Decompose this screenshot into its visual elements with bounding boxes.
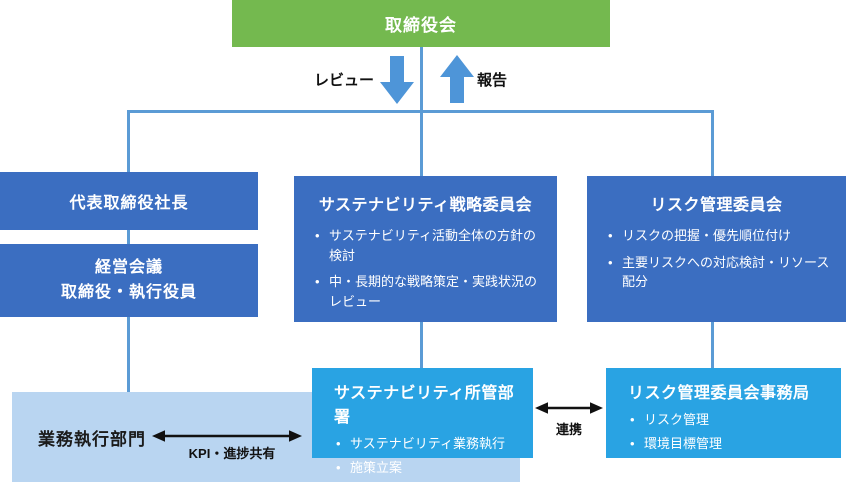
risk-secretariat-bullets: リスク管理 環境目標管理	[628, 410, 833, 453]
sustainability-department-box: サステナビリティ所管部署 サステナビリティ業務執行 施策立案	[312, 368, 533, 477]
risk-committee-box: リスク管理委員会 リスクの把握・優先順位付け 主要リスクへの対応検討・リソース配…	[587, 176, 846, 322]
review-down-arrow-icon	[380, 56, 414, 104]
sustainability-department-bullets: サステナビリティ業務執行 施策立案	[334, 434, 525, 477]
kpi-progress-label: KPI・進捗共有	[188, 446, 276, 461]
connector-board-drop	[420, 47, 423, 111]
management-meeting-line2: 取締役・執行役員	[60, 283, 197, 301]
sustainability-department-title: サステナビリティ所管部署	[334, 385, 515, 426]
risk-committee-title: リスク管理委員会	[650, 197, 783, 214]
cooperation-double-arrow-icon	[535, 402, 603, 414]
report-up-arrow-icon	[440, 55, 474, 103]
review-label: レビュー	[313, 72, 374, 89]
management-meeting-line1: 経営会議	[94, 258, 163, 276]
bullet-item: リスク管理	[630, 410, 829, 430]
board-of-directors-box: 取締役会	[232, 0, 610, 47]
bullet-item: 施策立案	[336, 458, 521, 478]
bullet-item: 中・長期的な戦略策定・実践状況のレビュー	[315, 272, 545, 311]
bullet-item: サステナビリティ業務執行	[336, 434, 521, 454]
sustainability-committee-box: サステナビリティ戦略委員会 サステナビリティ活動全体の方針の検討 中・長期的な戦…	[294, 176, 557, 322]
connector-president-management	[127, 230, 130, 244]
president-box: 代表取締役社長	[0, 172, 258, 230]
connector-drop-president	[127, 110, 130, 172]
sustainability-committee-bullets: サステナビリティ活動全体の方針の検討 中・長期的な戦略策定・実践状況のレビュー	[294, 226, 557, 311]
bullet-item: リスクの把握・優先順位付け	[608, 226, 834, 246]
execution-division-title: 業務執行部門	[38, 429, 146, 449]
bullet-item: 主要リスクへの対応検討・リソース配分	[608, 253, 834, 292]
report-label: 報告	[477, 72, 508, 89]
board-of-directors-title: 取締役会	[385, 16, 457, 35]
management-meeting-box: 経営会議 取締役・執行役員	[0, 244, 258, 317]
risk-committee-bullets: リスクの把握・優先順位付け 主要リスクへの対応検討・リソース配分	[587, 226, 846, 292]
risk-secretariat-title: リスク管理委員会事務局	[628, 385, 810, 402]
sustainability-committee-title: サステナビリティ戦略委員会	[318, 197, 533, 214]
bullet-item: 環境目標管理	[630, 434, 829, 454]
president-title: 代表取締役社長	[69, 195, 189, 212]
connector-committee-department	[420, 322, 423, 368]
risk-secretariat-box: リスク管理委員会事務局 リスク管理 環境目標管理	[606, 368, 841, 458]
cooperation-label: 連携	[555, 422, 582, 437]
kpi-double-arrow-icon	[152, 430, 302, 442]
connector-committee-secretariat	[711, 322, 714, 368]
bullet-item: サステナビリティ活動全体の方針の検討	[315, 226, 545, 265]
connector-drop-sustainability	[420, 110, 423, 176]
connector-management-execution	[127, 317, 130, 392]
connector-drop-risk	[711, 110, 714, 176]
